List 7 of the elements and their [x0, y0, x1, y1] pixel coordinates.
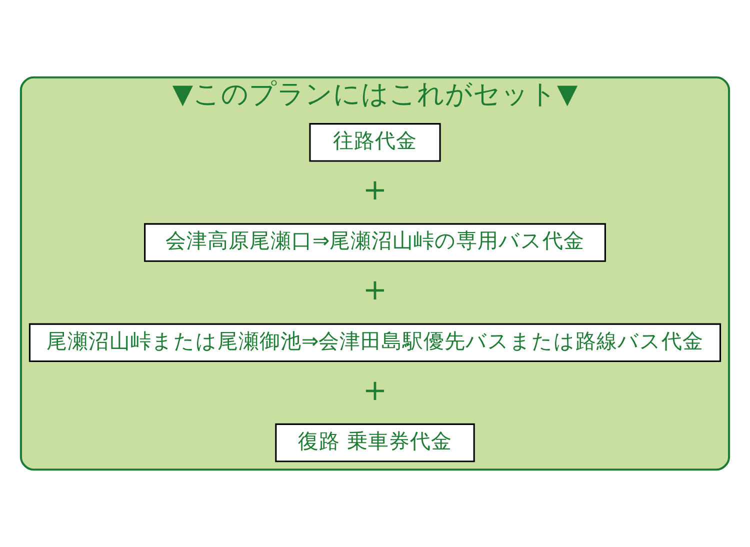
label: + [362, 272, 388, 307]
label: + [362, 172, 388, 207]
label: + [362, 372, 388, 407]
node-box: 尾瀬沼山峠または尾瀬御池⇒会津田島駅優先バスまたは路線バス代金 [28, 323, 722, 362]
node-box: 往路代金 [309, 123, 441, 162]
node-box: 復路 乗車券代金 [275, 423, 475, 462]
node-box: 会津高原尾瀬口⇒尾瀬沼山峠の専用バス代金 [144, 223, 606, 262]
